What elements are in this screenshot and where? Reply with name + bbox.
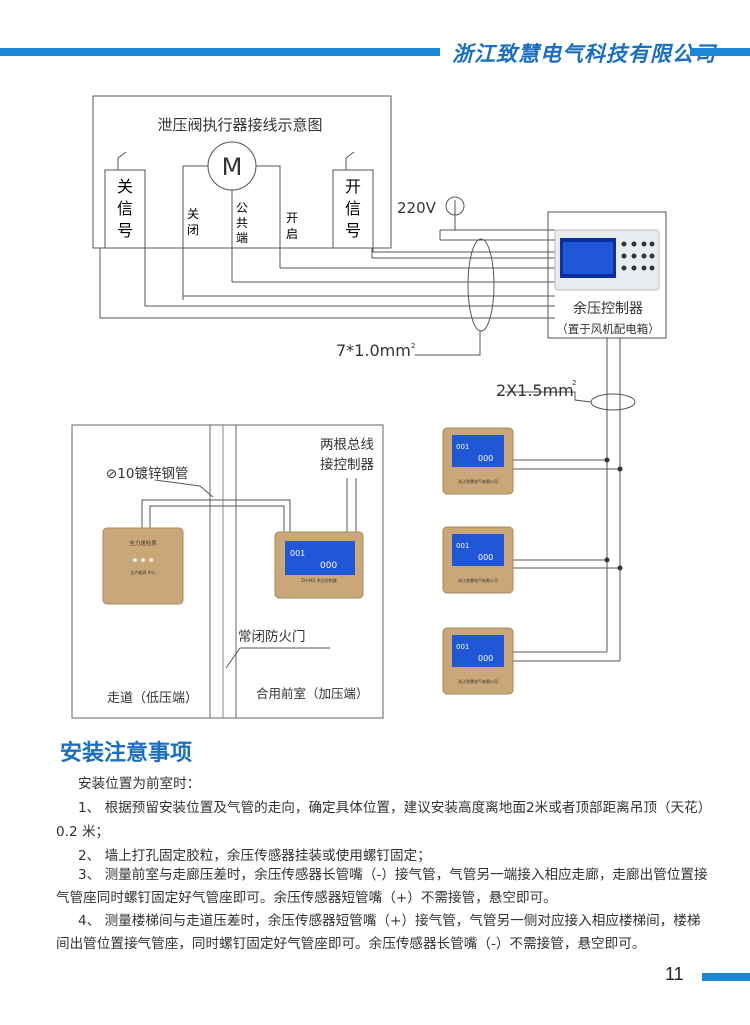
svg-text:全力能源 中心: 全力能源 中心	[130, 569, 155, 575]
item-2: 2、 墙上打孔固定胶粒，余压传感器挂装或使用螺钉固定；	[78, 848, 431, 864]
svg-text:001: 001	[290, 549, 305, 558]
close-signal-box	[104, 169, 146, 249]
door-label: 常闭防火门	[238, 629, 306, 645]
svg-text:ZH-YK4 余压控制器: ZH-YK4 余压控制器	[301, 577, 337, 583]
open-signal-char-2: 信	[345, 199, 361, 218]
item-1-line-2: 0.2 米；	[56, 824, 110, 840]
controller-label: 余压控制器	[573, 300, 643, 317]
close-signal-char-1: 关	[117, 177, 133, 196]
cable-bundle	[467, 238, 495, 332]
actuator-box	[92, 95, 392, 249]
item-3-line-2: 气管座同时螺钉固定好气管座即可。余压传感器短管嘴（+）不需接管，悬空即可。	[56, 890, 557, 906]
svg-text:001: 001	[456, 542, 469, 550]
svg-text:端: 端	[236, 231, 248, 245]
svg-text:浙江致慧电气有限公司: 浙江致慧电气有限公司	[458, 577, 498, 583]
svg-text:关: 关	[187, 207, 199, 221]
svg-text:000: 000	[478, 654, 493, 663]
svg-text:001: 001	[456, 643, 469, 651]
item-3-line-1: 3、 测量前室与走廊压差时，余压传感器长管嘴（-）接气管，气管另一端接入相应走廊…	[78, 867, 708, 883]
right-panel-2: 001 000 浙江致慧电气有限公司	[442, 526, 514, 594]
right-panel-3: 001 000 浙江致慧电气有限公司	[442, 627, 514, 695]
section-title: 安装注意事项	[60, 741, 193, 766]
svg-text:共: 共	[236, 216, 248, 230]
header-bar-right	[690, 48, 750, 56]
svg-text:000: 000	[320, 561, 337, 571]
anteroom-label: 合用前室（加压端）	[256, 686, 369, 701]
pipe-label: ⊘10镀锌钢管	[106, 465, 189, 482]
right-panel-1: 001 000 浙江致慧电气有限公司	[442, 427, 514, 495]
diagram-title: 泄压阀执行器接线示意图	[157, 116, 322, 134]
open-signal-char-1: 开	[345, 177, 361, 196]
voltage-label: 220V	[397, 199, 437, 217]
intro-text: 安装位置为前室时：	[78, 776, 201, 792]
cable-label: 7*1.0mm	[336, 341, 411, 360]
svg-text:浙江致慧电气有限公司: 浙江致慧电气有限公司	[458, 678, 498, 684]
bus-label: 2X1.5mm	[496, 381, 574, 400]
item-4-line-1: 4、 测量楼梯间与走道压差时，余压传感器短管嘴（+）接气管，气管另一侧对应接入相…	[78, 913, 701, 929]
pressure-sensor	[102, 527, 184, 605]
svg-text:2: 2	[572, 379, 576, 387]
page-number: 11	[665, 964, 684, 984]
close-signal-char-3: 号	[117, 221, 133, 240]
svg-text:闭: 闭	[187, 223, 199, 237]
svg-text:000: 000	[478, 454, 493, 463]
svg-text:2: 2	[411, 342, 415, 350]
corridor-label: 走道（低压端）	[107, 691, 198, 706]
wiring-diagram: 泄压阀执行器接线示意图 关 信 号 开 信 号 M 关 闭 公 共 端 开 启 …	[71, 95, 667, 719]
motor-label: M	[222, 153, 243, 181]
item-1-line-1: 1、 根据预留安装位置及气管的走向，确定具体位置，建议安装高度离地面2米或者顶部…	[78, 800, 712, 816]
svg-text:全力送检表: 全力送检表	[129, 539, 157, 547]
anteroom-panel-lcd	[285, 541, 355, 575]
svg-text:开: 开	[286, 211, 298, 225]
svg-text:000: 000	[478, 553, 493, 562]
bus-note-2: 接控制器	[320, 456, 374, 473]
svg-text:公: 公	[236, 201, 248, 215]
controller-note: （置于风机配电箱）	[556, 322, 660, 336]
footer-bar	[702, 973, 750, 981]
svg-text:001: 001	[456, 443, 469, 451]
bus-bundle	[590, 393, 636, 411]
open-signal-char-3: 号	[345, 221, 361, 240]
bus-note-1: 两根总线	[320, 437, 374, 453]
svg-text:启: 启	[286, 227, 298, 241]
item-4-line-2: 间出管位置接气管座，同时螺钉固定好气管座即可。余压传感器长管嘴（-）不需接管，悬…	[56, 936, 646, 952]
close-signal-char-2: 信	[117, 199, 133, 218]
company-name: 浙江致慧电气科技有限公司	[452, 41, 716, 66]
svg-text:浙江致慧电气有限公司: 浙江致慧电气有限公司	[458, 478, 498, 484]
header-bar-left	[0, 48, 440, 56]
